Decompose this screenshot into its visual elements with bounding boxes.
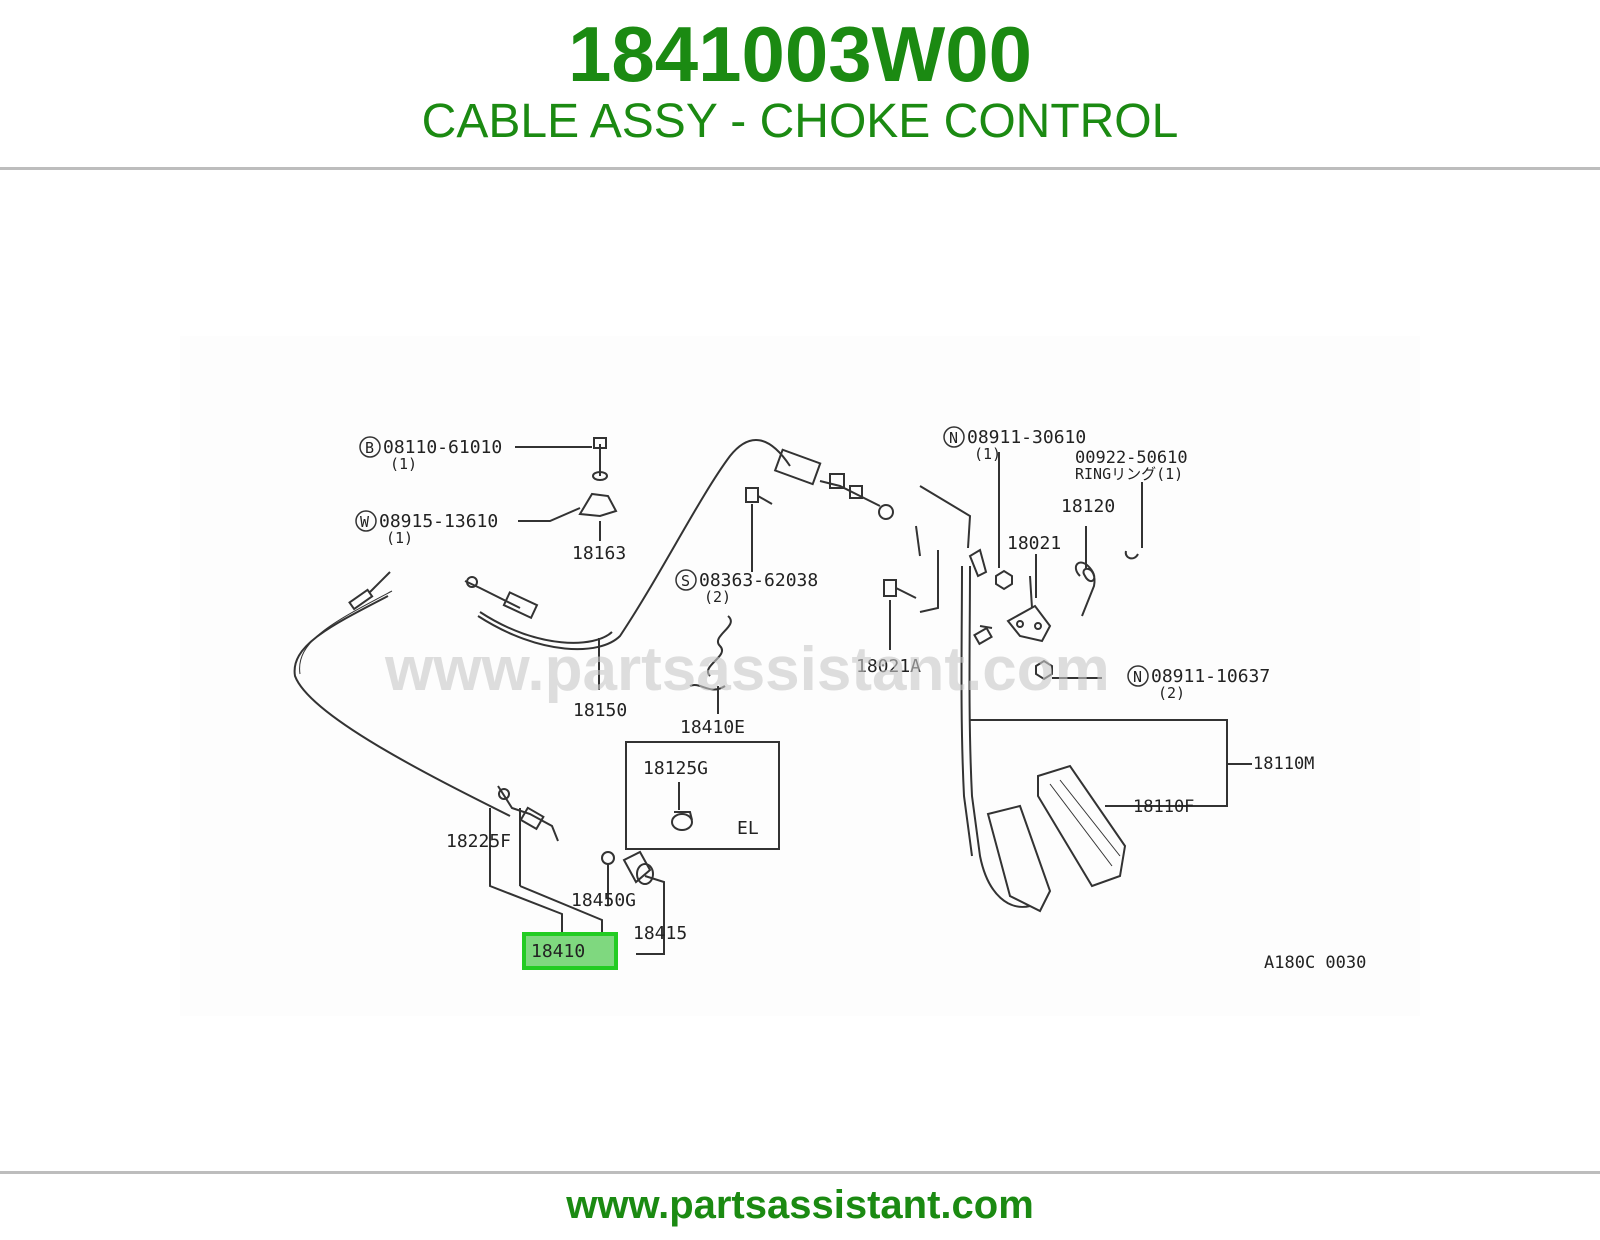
- callout-18110F[interactable]: 18110F: [1133, 797, 1194, 817]
- callout-18450G[interactable]: 18450G: [571, 890, 636, 911]
- prefix-n-upper: N: [949, 429, 958, 447]
- callout-08110-qty: (1): [390, 455, 417, 473]
- callout-08110-61010[interactable]: 08110-61010: [383, 437, 502, 458]
- callout-08363-62038[interactable]: 08363-62038: [699, 570, 818, 591]
- pedal-pad-drawing: [986, 804, 1052, 913]
- footer-site-url[interactable]: www.partsassistant.com: [566, 1183, 1034, 1227]
- callout-18410-highlighted[interactable]: 18410: [531, 941, 585, 962]
- parts-diagram-svg: B W S N N 08110-61010 (1) 08915-13610 (1…: [293, 426, 1366, 973]
- header-divider: [0, 167, 1600, 170]
- prefix-n-lower: N: [1133, 668, 1142, 686]
- callout-18410E[interactable]: 18410E: [680, 717, 745, 738]
- callout-18150[interactable]: 18150: [573, 700, 627, 721]
- choke-knob-end: [497, 785, 559, 842]
- callout-18021A[interactable]: 18021A: [856, 656, 921, 677]
- prefix-s: S: [681, 572, 690, 590]
- diagram-code: A180C 0030: [1264, 953, 1366, 973]
- prefix-w: W: [360, 513, 370, 531]
- callout-08911-30610-qty: (1): [974, 445, 1001, 463]
- choke-cable-drawing: [293, 595, 511, 817]
- callout-00922-50610[interactable]: 00922-50610: [1075, 448, 1188, 468]
- pedal-cover-drawing: [1037, 764, 1127, 888]
- footer-divider: [0, 1171, 1600, 1174]
- callout-08915-qty: (1): [386, 529, 413, 547]
- callout-08911-10637[interactable]: 08911-10637: [1151, 666, 1270, 687]
- part-number-title: 1841003W00: [567, 10, 1033, 98]
- callout-18125G[interactable]: 18125G: [643, 758, 708, 779]
- inset-box-el: [625, 741, 780, 850]
- page-header: 1841003W00 CABLE ASSY - CHOKE CONTROL: [0, 0, 1600, 168]
- callout-18163[interactable]: 18163: [572, 543, 626, 564]
- callout-18415[interactable]: 18415: [633, 923, 687, 944]
- callout-18021[interactable]: 18021: [1007, 533, 1061, 554]
- callout-00922-ring: RINGリング(1): [1075, 465, 1183, 483]
- callout-08915-13610[interactable]: 08915-13610: [379, 511, 498, 532]
- watermark-text: www.partsassistant.com: [384, 635, 1110, 704]
- callout-08911-10637-qty: (2): [1158, 684, 1185, 702]
- callout-18120[interactable]: 18120: [1061, 496, 1115, 517]
- callout-08911-30610[interactable]: 08911-30610: [967, 427, 1086, 448]
- highlight-box-18410[interactable]: [522, 932, 618, 970]
- prefix-b: B: [365, 439, 374, 457]
- parts-diagram: B W S N N 08110-61010 (1) 08915-13610 (1…: [180, 336, 1420, 1016]
- callout-18225F[interactable]: 18225F: [446, 831, 511, 852]
- inset-label-el: EL: [737, 818, 759, 839]
- callout-18110M[interactable]: 18110M: [1253, 754, 1314, 774]
- callout-08363-qty: (2): [704, 588, 731, 606]
- part-name-subtitle: CABLE ASSY - CHOKE CONTROL: [421, 95, 1179, 148]
- accelerator-cable-drawing: [477, 439, 791, 651]
